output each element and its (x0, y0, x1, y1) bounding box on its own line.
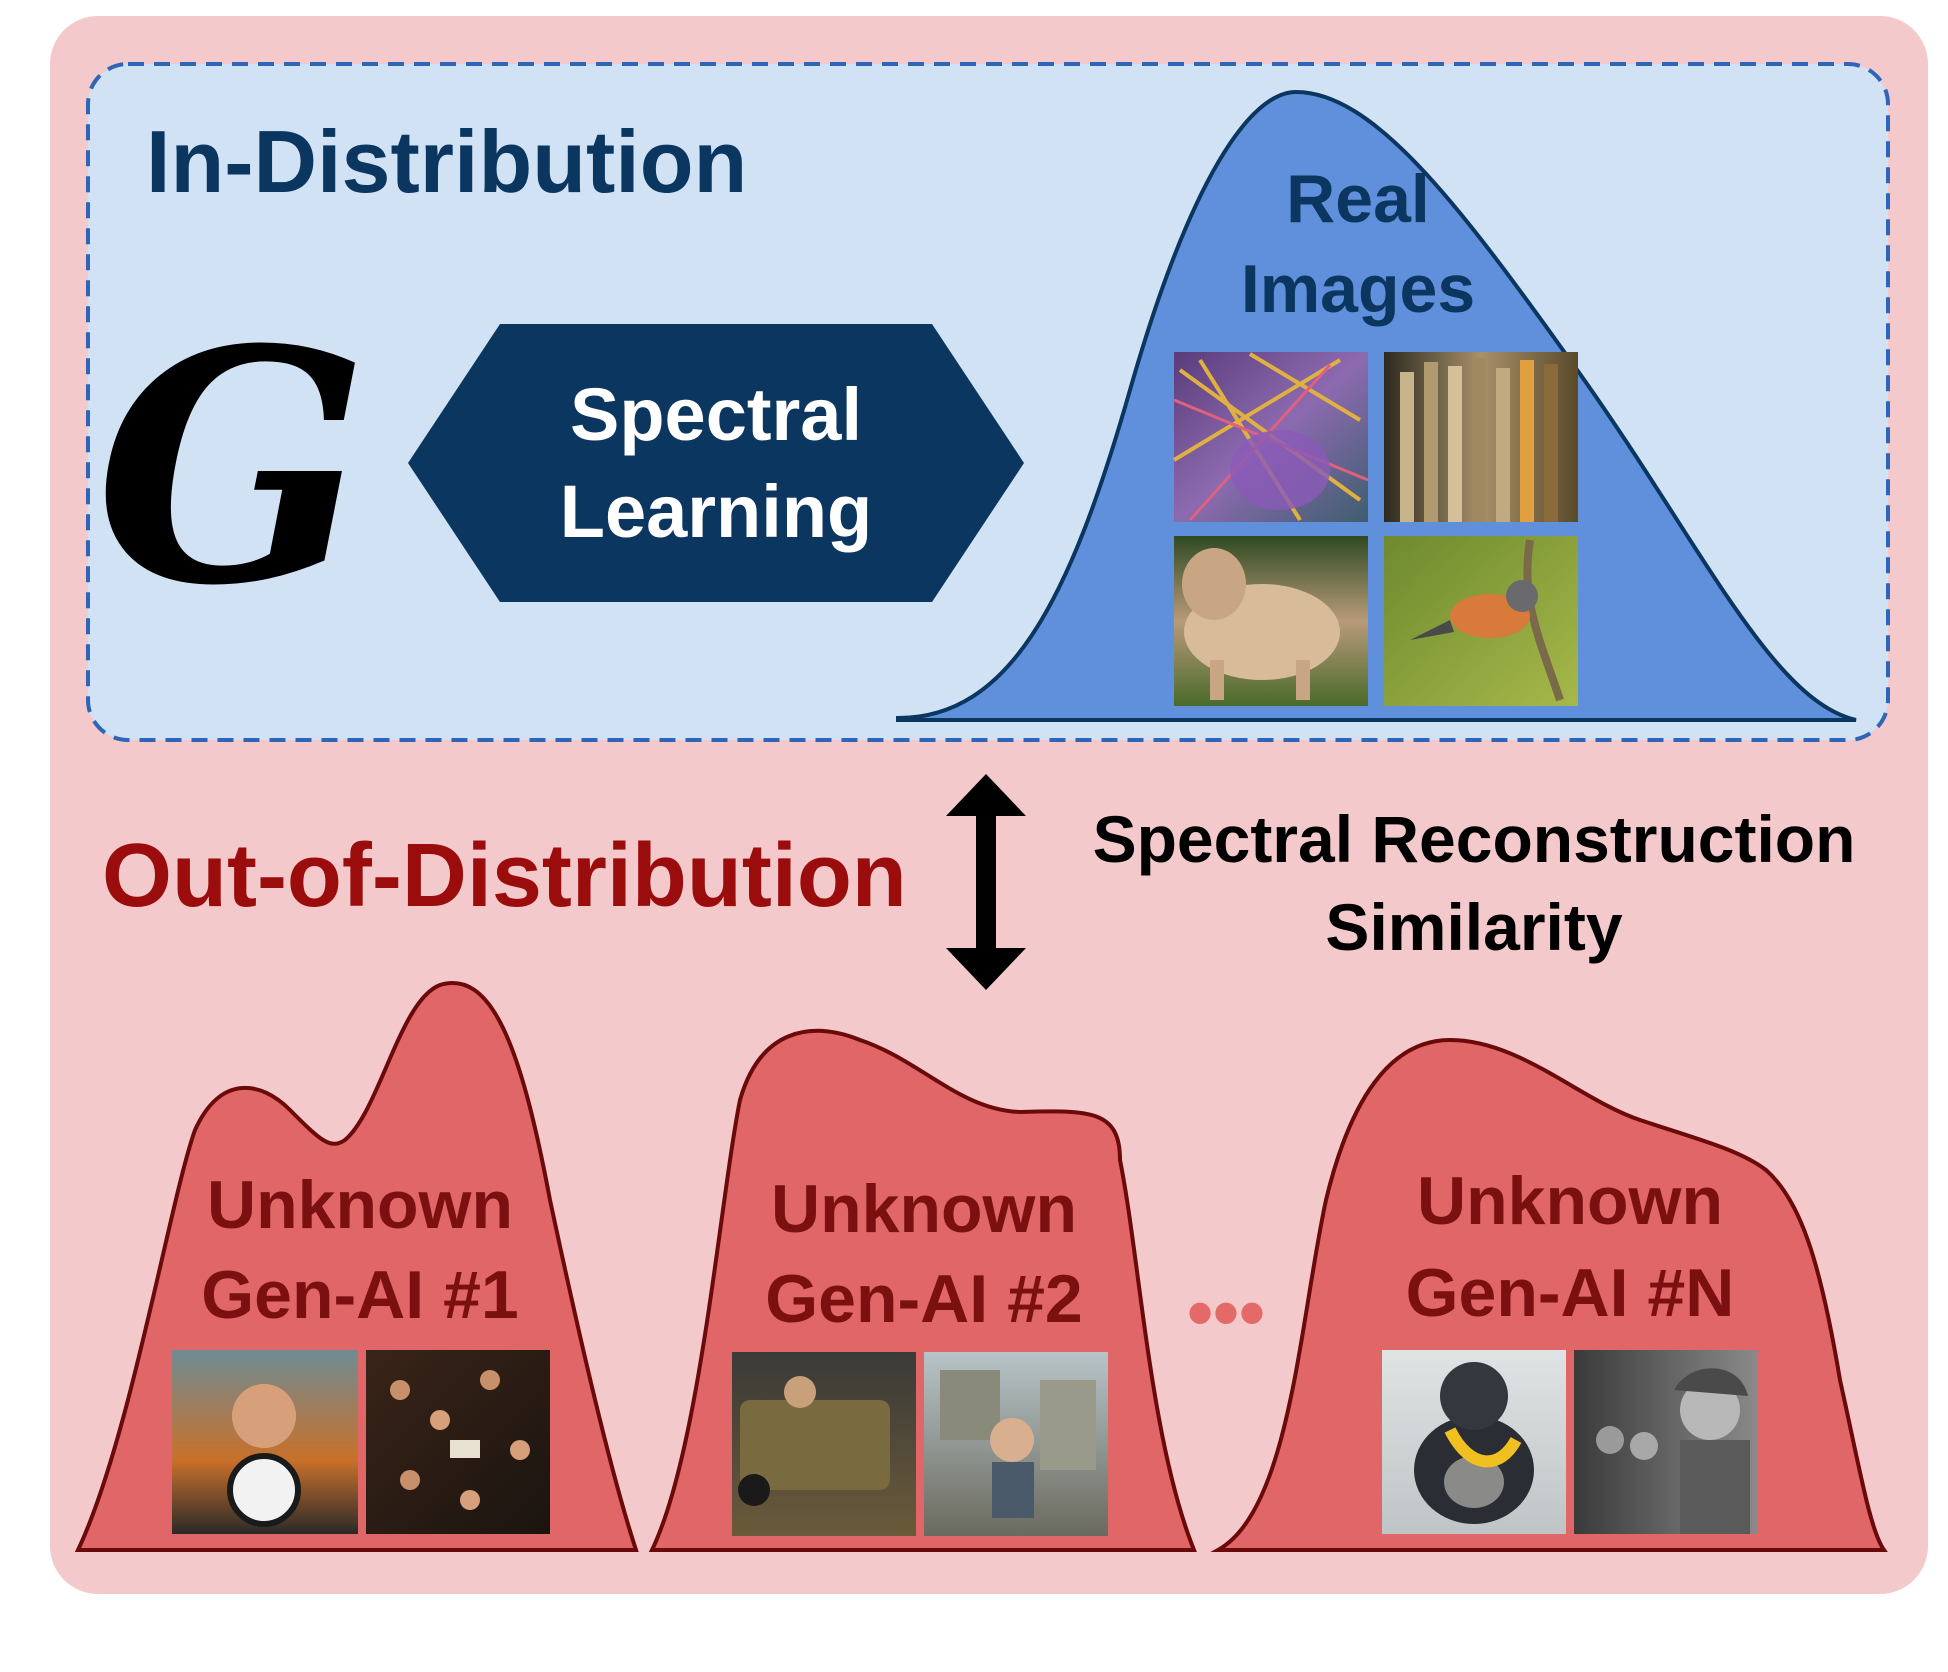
gen-ai-n-thumbnail-gorilla (1382, 1350, 1566, 1534)
real-images-curve (896, 89, 1857, 722)
gen-ai-1-label-line2: Gen-AI #1 (201, 1257, 518, 1333)
gen-ai-2-thumbnail-soldier (732, 1352, 916, 1536)
real-thumbnail-dog (1174, 536, 1368, 706)
similarity-label-line2: Similarity (1325, 890, 1622, 964)
similarity-arrow (946, 774, 1026, 990)
real-images-label-line2: Images (1241, 251, 1475, 327)
gen-ai-n-thumbnail-vintage (1574, 1350, 1758, 1534)
spectral-learning-label-line1: Spectral (570, 373, 862, 456)
similarity-label-line1: Spectral Reconstruction (1093, 802, 1856, 876)
gen-ai-1-thumbnail-crowd (366, 1350, 550, 1534)
out-of-distribution-title: Out-of-Distribution (102, 826, 907, 926)
more-generators-ellipsis: ••• (1187, 1271, 1265, 1354)
gen-ai-1-label-line1: Unknown (207, 1167, 513, 1243)
gen-ai-2-thumbnail-child-ruins (924, 1352, 1108, 1536)
real-thumbnail-bird (1384, 536, 1578, 706)
gen-ai-2-label-line1: Unknown (771, 1171, 1077, 1247)
generator-symbol: G (95, 281, 368, 656)
real-images-label-line1: Real (1286, 161, 1430, 237)
gen-ai-2-label-line2: Gen-AI #2 (765, 1261, 1082, 1337)
real-thumbnail-fence (1384, 352, 1578, 522)
gen-ai-1-thumbnail-goalkeeper (172, 1350, 358, 1534)
spectral-learning-hexagon (408, 324, 1024, 602)
gen-ai-n-label-line2: Gen-AI #N (1406, 1255, 1735, 1331)
real-thumbnail-yarn (1172, 352, 1369, 522)
in-distribution-title: In-Distribution (146, 112, 747, 211)
gen-ai-n-label-line1: Unknown (1417, 1163, 1723, 1239)
spectral-learning-label-line2: Learning (560, 470, 872, 553)
